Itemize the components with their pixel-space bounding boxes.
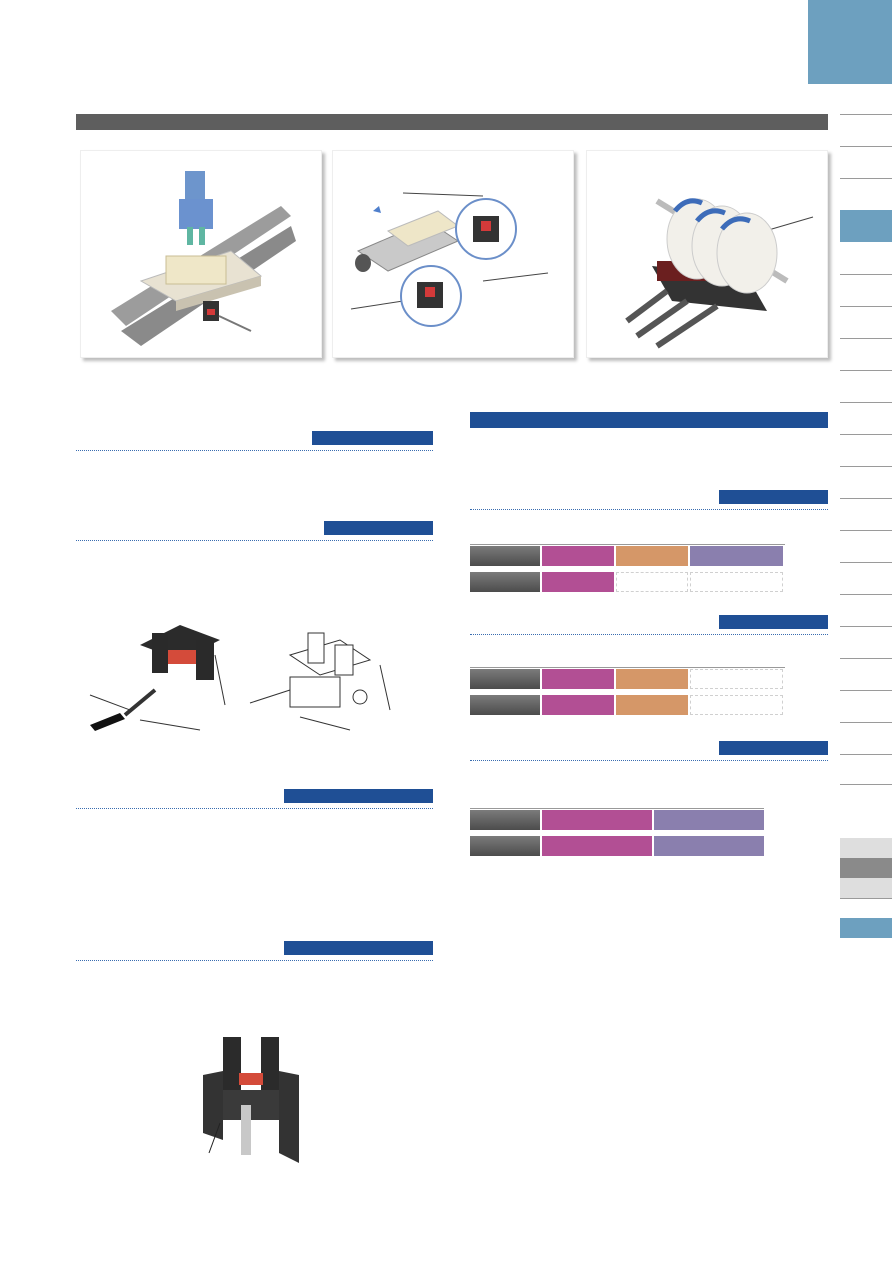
- side-tab-divider: [840, 658, 892, 659]
- application-panel-2: [332, 150, 574, 358]
- side-tab-divider: [840, 626, 892, 627]
- side-tab-active[interactable]: [840, 210, 892, 242]
- cell-magenta: [542, 546, 614, 566]
- side-tab-divider: [840, 434, 892, 435]
- table-3-row-2: [470, 836, 764, 856]
- right-divider-3: [470, 760, 828, 761]
- right-heading-bar-1: [719, 490, 828, 504]
- cell-orange: [616, 546, 688, 566]
- right-heading-bar-2: [719, 615, 828, 629]
- left-divider-4: [76, 960, 433, 961]
- side-tab-divider: [840, 178, 892, 179]
- cell-purple: [654, 810, 764, 830]
- row-label: [470, 669, 540, 689]
- row-label: [470, 810, 540, 830]
- cell-empty: [690, 572, 783, 592]
- dimension-drawings: [89, 625, 391, 731]
- left-heading-bar-2: [324, 521, 433, 535]
- cell-magenta: [542, 572, 614, 592]
- side-tab-divider: [840, 562, 892, 563]
- table-1-row-2: [470, 572, 785, 592]
- cell-empty: [616, 572, 688, 592]
- side-tab-divider: [840, 146, 892, 147]
- left-heading-bar-3: [284, 789, 433, 803]
- table-3-row-1: [470, 810, 764, 830]
- side-tab-divider: [840, 466, 892, 467]
- cell-magenta: [542, 810, 652, 830]
- side-tab-gray-light[interactable]: [840, 838, 892, 858]
- side-tab-gray-light[interactable]: [840, 878, 892, 898]
- cell-empty: [690, 695, 783, 715]
- side-tab-divider: [840, 530, 892, 531]
- right-divider-2: [470, 634, 828, 635]
- side-tab-divider: [840, 754, 892, 755]
- cell-magenta: [542, 695, 614, 715]
- row-label: [470, 572, 540, 592]
- table-2-row-2: [470, 695, 785, 715]
- side-tab-divider: [840, 338, 892, 339]
- cell-purple: [654, 836, 764, 856]
- side-tab-divider: [840, 370, 892, 371]
- row-label: [470, 836, 540, 856]
- section-header-bar: [76, 114, 828, 130]
- side-tab-divider: [840, 722, 892, 723]
- side-tab-gray-dark[interactable]: [840, 858, 892, 878]
- row-label: [470, 695, 540, 715]
- side-tab-blue[interactable]: [840, 918, 892, 938]
- table-2: [470, 667, 785, 715]
- side-tab-divider: [840, 690, 892, 691]
- side-tab-divider: [840, 274, 892, 275]
- side-tab-divider: [840, 898, 892, 899]
- side-tab-divider: [840, 784, 892, 785]
- cell-magenta: [542, 669, 614, 689]
- cell-magenta: [542, 836, 652, 856]
- cell-orange: [616, 669, 688, 689]
- side-tab-divider: [840, 498, 892, 499]
- corner-tab: [808, 0, 892, 84]
- side-tab-divider: [840, 402, 892, 403]
- table-1-row-1: [470, 546, 785, 566]
- row-label: [470, 546, 540, 566]
- rotating-discs-illustration: [625, 198, 814, 349]
- left-divider-1: [76, 450, 433, 451]
- pick-and-place-illustration: [111, 171, 296, 346]
- cell-orange: [616, 695, 688, 715]
- cell-empty: [690, 669, 783, 689]
- application-panel-3: [586, 150, 828, 358]
- cell-purple: [690, 546, 783, 566]
- left-divider-2: [76, 540, 433, 541]
- side-tab-divider: [840, 594, 892, 595]
- table-1: [470, 544, 785, 592]
- table-3: [470, 808, 764, 856]
- actuator-illustration: [350, 192, 549, 327]
- application-panel-1: [80, 150, 322, 358]
- sensor-with-shutter-illustration: [203, 1037, 299, 1163]
- table-2-row-1: [470, 669, 785, 689]
- left-heading-bar-1: [312, 431, 433, 445]
- right-section-header: [470, 412, 828, 428]
- right-divider-1: [470, 509, 828, 510]
- left-divider-3: [76, 808, 433, 809]
- side-tab-divider: [840, 306, 892, 307]
- right-heading-bar-3: [719, 741, 828, 755]
- side-tab-divider: [840, 114, 892, 115]
- left-heading-bar-4: [284, 941, 433, 955]
